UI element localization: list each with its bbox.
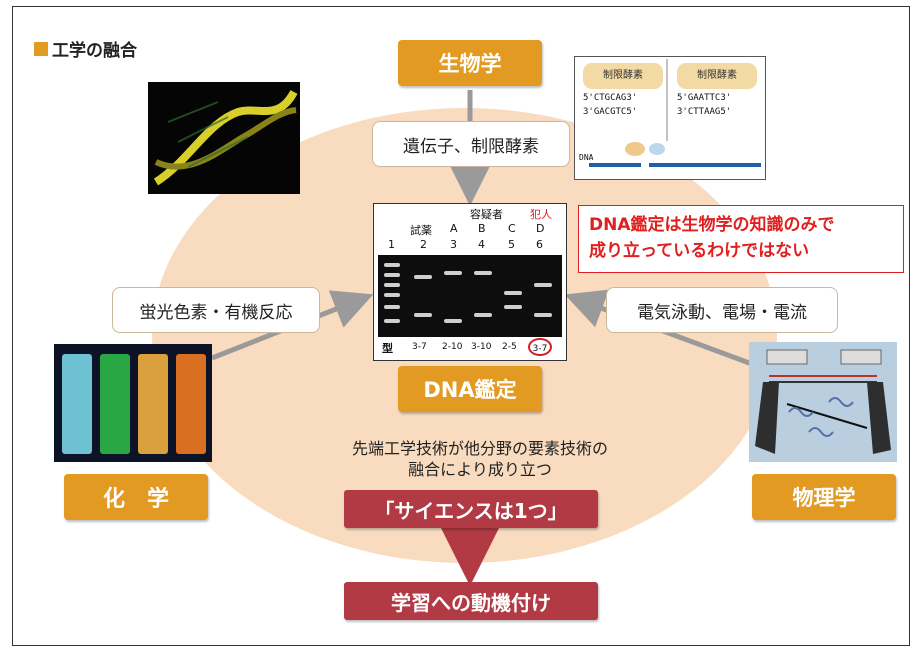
caption: 先端工学技術が他分野の要素技術の 融合により成り立つ [300, 438, 660, 480]
gel-col-b: B [478, 222, 486, 235]
gel-band [444, 319, 462, 323]
gel-band [474, 313, 492, 317]
caption-line-1: 先端工学技術が他分野の要素技術の [351, 439, 608, 458]
dna-strand-icon [589, 59, 761, 168]
chemistry-link-label: 蛍光色素・有機反応 [139, 302, 293, 323]
gel-reagent-label: 試薬 [410, 224, 432, 237]
electrodes-icon [755, 349, 891, 454]
ladder-band [384, 319, 400, 323]
gel-lane-4: 4 [478, 238, 485, 251]
gel-culprit-header: 犯人 [530, 208, 552, 221]
gel-col-d: D [536, 222, 545, 235]
ladder-band [384, 263, 400, 267]
dna-strand-label: DNA [579, 153, 594, 162]
ladder-band [384, 283, 400, 287]
dna-analysis-label: DNA鑑定 [423, 378, 517, 402]
title-text: 工学の融合 [52, 41, 137, 61]
gel-type-4: 3-10 [471, 342, 492, 352]
physics-box: 物理学 [752, 474, 896, 520]
science-is-one-label: 「サイエンスは1つ」 [374, 498, 568, 523]
gel-band [414, 275, 432, 279]
gel-band [414, 313, 432, 317]
claim-line-1: DNA鑑定は生物学の知識のみで [589, 215, 835, 235]
gel-lane-3: 3 [450, 238, 457, 251]
biology-link-box: 遺伝子、制限酵素 [372, 121, 570, 167]
science-is-one-box: 「サイエンスは1つ」 [344, 490, 598, 528]
gel-lane-2: 2 [420, 238, 427, 251]
gel-col-a: A [450, 222, 458, 235]
dna-analysis-box: DNA鑑定 [398, 366, 542, 412]
ladder-band [384, 273, 400, 277]
gel-type-6-circled: 3-7 [528, 338, 552, 356]
biology-box: 生物学 [398, 40, 542, 86]
gel-band [444, 271, 462, 275]
dna-helix-icon [153, 89, 298, 186]
biology-label: 生物学 [438, 52, 502, 76]
gel-type-2: 3-7 [412, 342, 427, 352]
caption-line-2: 融合により成り立つ [408, 460, 552, 479]
chemistry-label: 化 学 [102, 487, 169, 512]
ladder-band [384, 305, 400, 309]
ladder-band [384, 293, 400, 297]
seq2-top: 5'GAATTC3' [677, 93, 732, 103]
motivation-label: 学習への動機付け [391, 590, 551, 615]
dna-helix-photo [148, 82, 300, 194]
physics-link-label: 電気泳動、電場・電流 [637, 302, 807, 323]
gel-type-5: 2-5 [502, 342, 517, 352]
title-square-icon [34, 41, 48, 56]
chemistry-box: 化 学 [64, 474, 208, 520]
test-tube-icon [62, 354, 206, 454]
chemistry-link-box: 蛍光色素・有機反応 [112, 287, 320, 333]
claim-line-2: 成り立っているわけではない [589, 241, 810, 261]
seq1-bottom: 3'GACGTC5' [583, 107, 638, 117]
physics-link-box: 電気泳動、電場・電流 [606, 287, 838, 333]
electrophoresis-apparatus-photo [749, 342, 897, 462]
claim-box: DNA鑑定は生物学の知識のみで 成り立っているわけではない [578, 205, 904, 273]
gel-image [378, 255, 562, 337]
gel-col-c: C [508, 222, 516, 235]
gel-band [474, 271, 492, 275]
enzyme2-badge: 制限酵素 [677, 63, 757, 89]
motivation-box: 学習への動機付け [344, 582, 598, 620]
gel-suspects-header: 容疑者 [470, 208, 503, 221]
gel-lane-5: 5 [508, 238, 515, 251]
gel-type-3: 2-10 [442, 342, 463, 352]
gel-band [534, 283, 552, 287]
seq1-top: 5'CTGCAG3' [583, 93, 638, 103]
gel-band [504, 291, 522, 295]
biology-link-label: 遺伝子、制限酵素 [403, 136, 539, 157]
gel-lane-1: 1 [388, 238, 395, 251]
physics-label: 物理学 [792, 486, 856, 510]
seq2-bottom: 3'CTTAAG5' [677, 107, 732, 117]
fluorescent-tubes-photo [54, 344, 212, 462]
page-title: 工学の融合 [34, 36, 137, 61]
enzyme1-badge: 制限酵素 [583, 63, 663, 89]
gel-band [504, 305, 522, 309]
gel-band [534, 313, 552, 317]
gel-type-label: 型 [382, 342, 393, 355]
restriction-enzyme-diagram: 制限酵素 制限酵素 5'CTGCAG3' 3'GACGTC5' 5'GAATTC… [574, 56, 766, 180]
gel-lane-6: 6 [536, 238, 543, 251]
